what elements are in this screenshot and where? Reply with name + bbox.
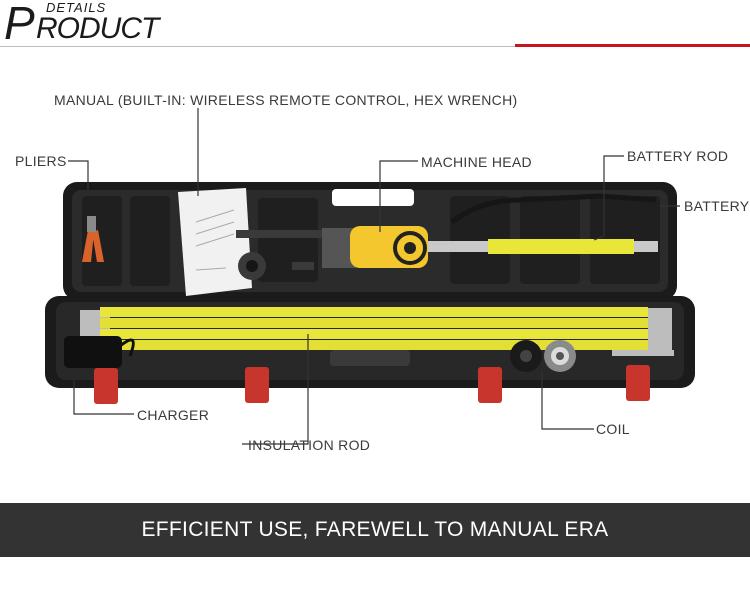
leader-lines — [68, 108, 680, 445]
machine-head — [236, 226, 428, 280]
label-battery-rod: BATTERY ROD — [627, 148, 729, 164]
insulation-rods — [80, 307, 674, 356]
latches — [94, 365, 650, 404]
battery-rod — [428, 193, 658, 254]
charger — [64, 336, 135, 368]
coils — [510, 340, 576, 372]
manual — [178, 188, 252, 296]
pliers — [82, 216, 104, 262]
product-photo — [45, 108, 695, 445]
header-title: RODUCT — [36, 12, 159, 45]
banner-text: EFFICIENT USE, FAREWELL TO MANUAL ERA — [141, 518, 609, 541]
label-manual: MANUAL (BUILT-IN: WIRELESS REMOTE CONTRO… — [54, 92, 518, 108]
label-machine-head: MACHINE HEAD — [421, 154, 532, 170]
header-accent-bar — [515, 44, 750, 47]
label-coil: COIL — [596, 421, 630, 437]
header-title-initial: P — [4, 0, 35, 49]
label-charger: CHARGER — [137, 407, 210, 423]
label-battery: BATTERY — [684, 198, 750, 214]
header-divider — [0, 46, 750, 47]
header-kicker: DETAILS — [46, 0, 107, 15]
label-insulation-rod: INSULATION ROD — [248, 437, 371, 453]
banner — [0, 503, 750, 557]
label-pliers: PLIERS — [15, 153, 67, 169]
